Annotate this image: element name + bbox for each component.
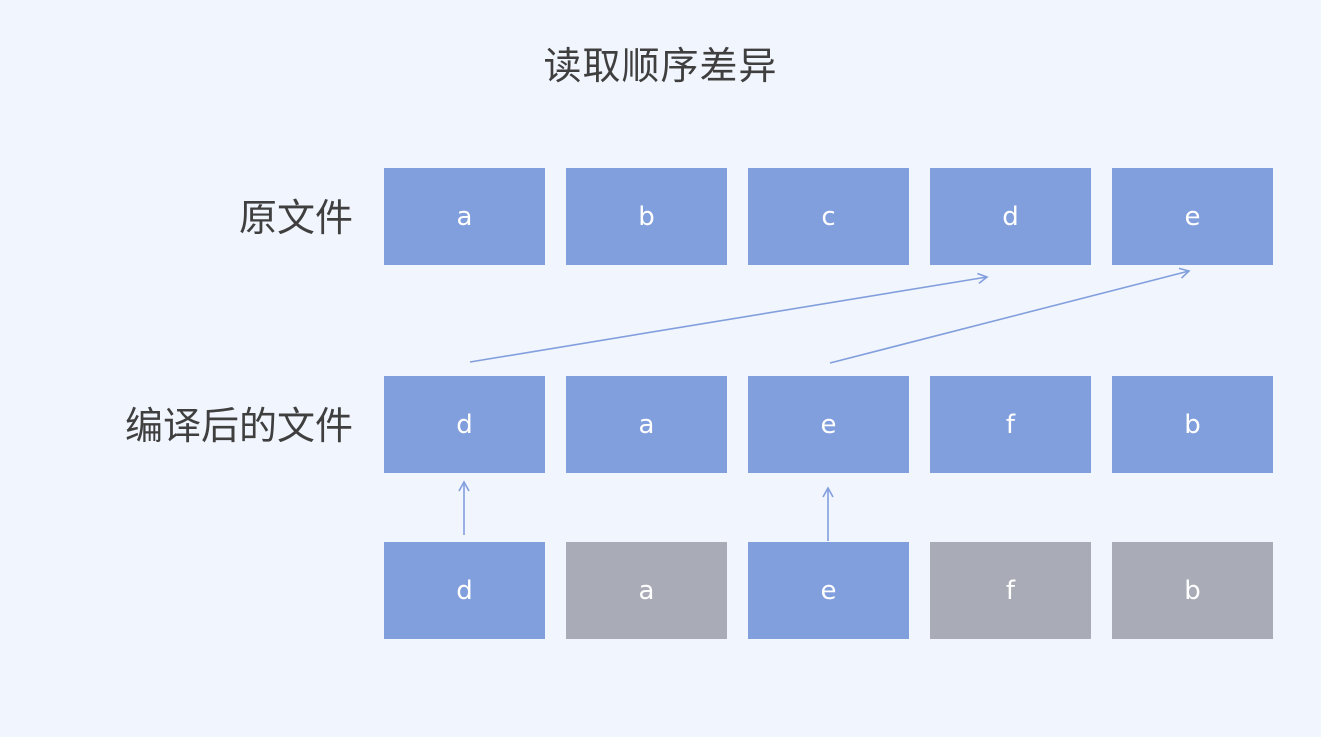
- read-box-d: d: [384, 542, 545, 639]
- compiled-box-a: a: [566, 376, 727, 473]
- read-box-a: a: [566, 542, 727, 639]
- diagram-title: 读取顺序差异: [543, 44, 778, 88]
- original-box-c: c: [748, 168, 909, 265]
- compiled-box-e: e: [748, 376, 909, 473]
- read-order-row: d a e f b: [384, 542, 1273, 639]
- original-box-e: e: [1112, 168, 1273, 265]
- row-label-original: 原文件: [238, 196, 353, 240]
- compiled-box-f: f: [930, 376, 1091, 473]
- compiled-box-d: d: [384, 376, 545, 473]
- read-box-f: f: [930, 542, 1091, 639]
- read-box-e: e: [748, 542, 909, 639]
- row-label-compiled: 编译后的文件: [124, 404, 353, 448]
- arrow-compiled-e-to-original-e: [829, 267, 1191, 364]
- compiled-box-b: b: [1112, 376, 1273, 473]
- original-box-a: a: [384, 168, 545, 265]
- original-file-row: a b c d e: [384, 168, 1273, 265]
- original-box-b: b: [566, 168, 727, 265]
- original-box-d: d: [930, 168, 1091, 265]
- read-box-b: b: [1112, 542, 1273, 639]
- arrow-compiled-d-to-original-d: [469, 272, 989, 363]
- compiled-file-row: d a e f b: [384, 376, 1273, 473]
